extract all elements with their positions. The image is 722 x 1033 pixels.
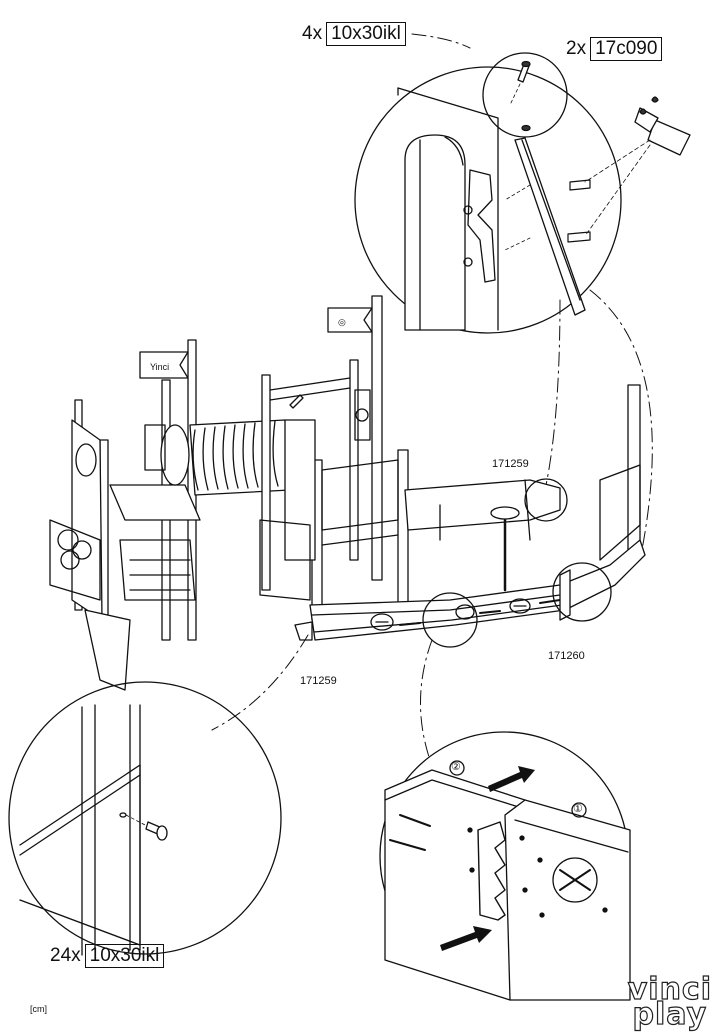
screw-icon [517,60,531,83]
brand-line-1: vinci [627,972,712,1007]
hull-panels [294,384,646,648]
detail-circle-bottom-right [379,731,631,1001]
qty-text: 24x [50,945,81,966]
part-number-upper-back: 171259 [492,458,529,470]
screw-icon [145,821,168,841]
part-number-front-left: 171259 [300,675,337,687]
part-number-front-right: 171260 [548,650,585,662]
step-number-2: ② [451,761,461,773]
detail-circle-bottom-left [8,681,282,956]
callout-top-screws: 4x 10x30ikl [302,22,406,46]
leader-lines [211,33,653,761]
svg-text:◎: ◎ [338,317,346,327]
detail-circle-top [354,52,691,334]
part-code-box: 10x30ikl [84,944,165,968]
brand-logo: vinci play [627,972,712,1032]
callout-bottom-screws: 24x 10x30ikl [50,944,165,968]
step-number-1: ① [573,803,583,815]
playground-structure: Yinci [49,295,409,691]
qty-text: 2x [566,38,587,59]
qty-text: 4x [302,23,323,44]
push-arrow-icon [440,766,535,951]
tunnel-tube [189,419,291,496]
brand-line-2: play [632,997,708,1032]
svg-text:Yinci: Yinci [150,362,169,372]
pin-icon [567,179,591,243]
part-code-box: 17c090 [590,37,663,61]
callout-top-pins: 2x 17c090 [566,37,663,61]
unit-label: [cm] [30,1004,47,1014]
glue-bottle-icon [634,96,691,156]
part-code-box: 10x30ikl [326,22,406,46]
